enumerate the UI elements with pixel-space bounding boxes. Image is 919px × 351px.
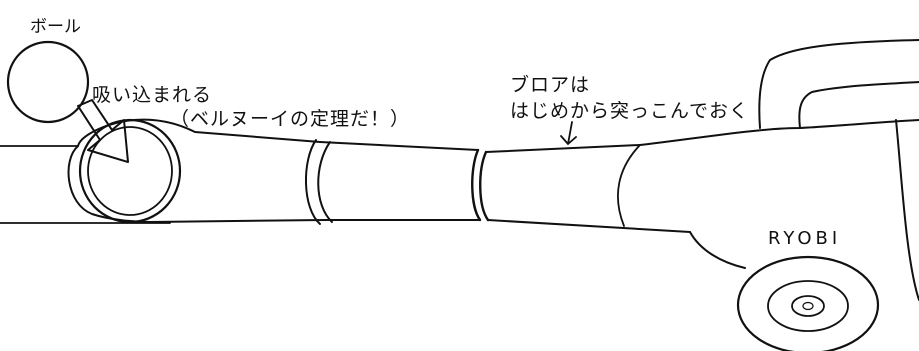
bernoulli-label: （ベルヌーイの定理だ！） — [170, 108, 411, 130]
blower-handle — [758, 39, 919, 129]
ball-label: ボール — [30, 17, 81, 37]
sucked-in-label: 吸い込まれる — [92, 84, 213, 106]
fan-intake-hub — [802, 301, 814, 311]
arrow-down-icon — [560, 121, 577, 145]
middle-pipe — [319, 141, 481, 221]
fan-intake-outer — [736, 255, 880, 351]
ball — [6, 40, 90, 124]
pipe-joint — [471, 148, 490, 222]
arrow-down-right-icon — [77, 99, 129, 163]
nozzle-mouth-outer — [78, 118, 182, 224]
brand-label: RYOBI — [768, 228, 842, 249]
nozzle-mouth-inner — [87, 126, 173, 216]
fan-intake-inner — [791, 295, 825, 317]
blower-rear — [895, 119, 919, 301]
pipe-ring — [305, 139, 333, 225]
insert-note-label: はじめから突っこんでおく — [510, 100, 750, 122]
blower-label: ブロアは — [510, 74, 591, 96]
blower-tube-seam — [617, 144, 641, 227]
fan-intake-ring — [767, 280, 849, 332]
nozzle-body — [77, 118, 326, 223]
blower-tube — [485, 144, 691, 233]
